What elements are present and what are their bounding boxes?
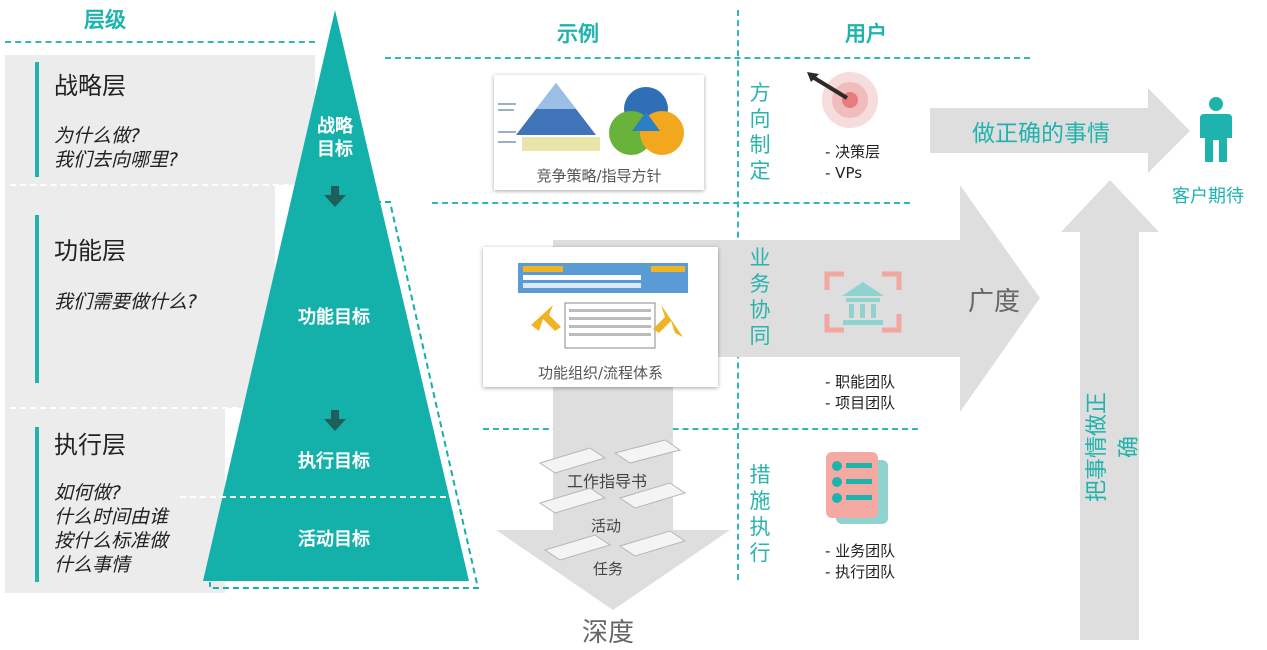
divider-top-left — [5, 41, 315, 43]
target-icon — [807, 72, 878, 128]
layer-question-function: 我们需要做什么? — [54, 291, 198, 313]
header-user: 用户 — [845, 22, 887, 46]
divider-row1 — [432, 202, 910, 204]
category-execution: 措施执行 — [749, 463, 771, 565]
pyramid-outline — [209, 201, 480, 589]
institution-icon — [824, 271, 902, 333]
example-card-function: 功能组织/流程体系 — [483, 247, 718, 387]
panel-execution — [5, 408, 225, 593]
example-sub-task: 任务 — [593, 560, 624, 578]
pyramid-triangle — [203, 10, 469, 581]
example-sub-activity: 活动 — [591, 517, 622, 535]
label-breadth: 广度 — [968, 287, 1021, 317]
do-things-right-arrow — [1061, 180, 1159, 640]
layer-title-strategy: 战略层 — [54, 72, 126, 100]
category-direction: 方向制定 — [749, 81, 771, 183]
category-business: 业务协同 — [749, 246, 771, 348]
pyramid-down-arrow-2 — [324, 410, 346, 431]
example-caption-strategy: 竞争策略/指导方针 — [536, 167, 662, 185]
label-customer: 客户期待 — [1172, 186, 1244, 207]
users-direction: - 决策层 - VPs — [825, 143, 881, 182]
example-card-strategy: 竞争策略/指导方针 — [494, 75, 704, 190]
divider-left-1 — [10, 184, 380, 186]
label-do-things-right: 把事情做正确 — [1085, 392, 1142, 503]
header-level: 层级 — [84, 8, 126, 32]
layer-title-function: 功能层 — [54, 237, 126, 265]
goal-strategy: 战略 目标 — [317, 116, 353, 160]
header-example: 示例 — [557, 22, 599, 46]
panel-function — [5, 185, 275, 408]
goal-activity: 活动目标 — [298, 529, 370, 550]
label-do-right: 做正确的事情 — [972, 121, 1110, 147]
accent-bar-execution — [35, 427, 39, 582]
strategy-diagram — [498, 83, 684, 155]
accent-bar-strategy — [35, 62, 39, 177]
layer-title-execution: 执行层 — [54, 431, 126, 459]
users-execution: - 业务团队 - 执行团队 — [825, 542, 896, 581]
label-depth: 深度 — [582, 618, 635, 648]
do-right-arrow — [930, 88, 1190, 173]
example-caption-function: 功能组织/流程体系 — [537, 364, 664, 382]
work-instruction-sheets — [538, 439, 687, 561]
function-diagram — [518, 263, 688, 349]
layer-question-execution: 如何做? 什么时间由谁 按什么标准做 什么事情 — [54, 482, 169, 576]
example-caption-work: 工作指导书 — [567, 472, 648, 491]
goal-execution: 执行目标 — [298, 451, 370, 472]
panel-strategy — [5, 55, 315, 185]
users-business: - 职能团队 - 项目团队 — [825, 373, 896, 412]
pyramid-down-arrow-1 — [324, 186, 346, 207]
divider-row2 — [483, 428, 918, 430]
customer-person-icon — [1200, 97, 1232, 162]
divider-top-right — [385, 57, 1030, 59]
divider-left-2 — [10, 407, 440, 409]
accent-bar-function — [35, 215, 39, 383]
layer-question-strategy: 为什么做? 我们去向哪里? — [54, 125, 179, 171]
checklist-icon — [826, 452, 888, 524]
goal-function: 功能目标 — [298, 307, 370, 328]
